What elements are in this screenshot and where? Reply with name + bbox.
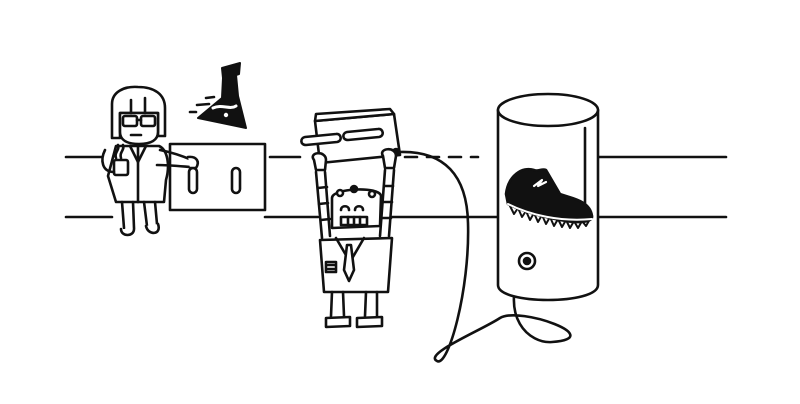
robot-figure [311, 147, 398, 329]
flask-icon [188, 62, 247, 129]
rail-lines [64, 155, 728, 219]
plug-icon [300, 107, 402, 165]
power-socket-icon [168, 142, 267, 212]
cable-icon [396, 150, 572, 363]
scientist-figure [101, 85, 200, 237]
shoe-icon [504, 167, 594, 229]
